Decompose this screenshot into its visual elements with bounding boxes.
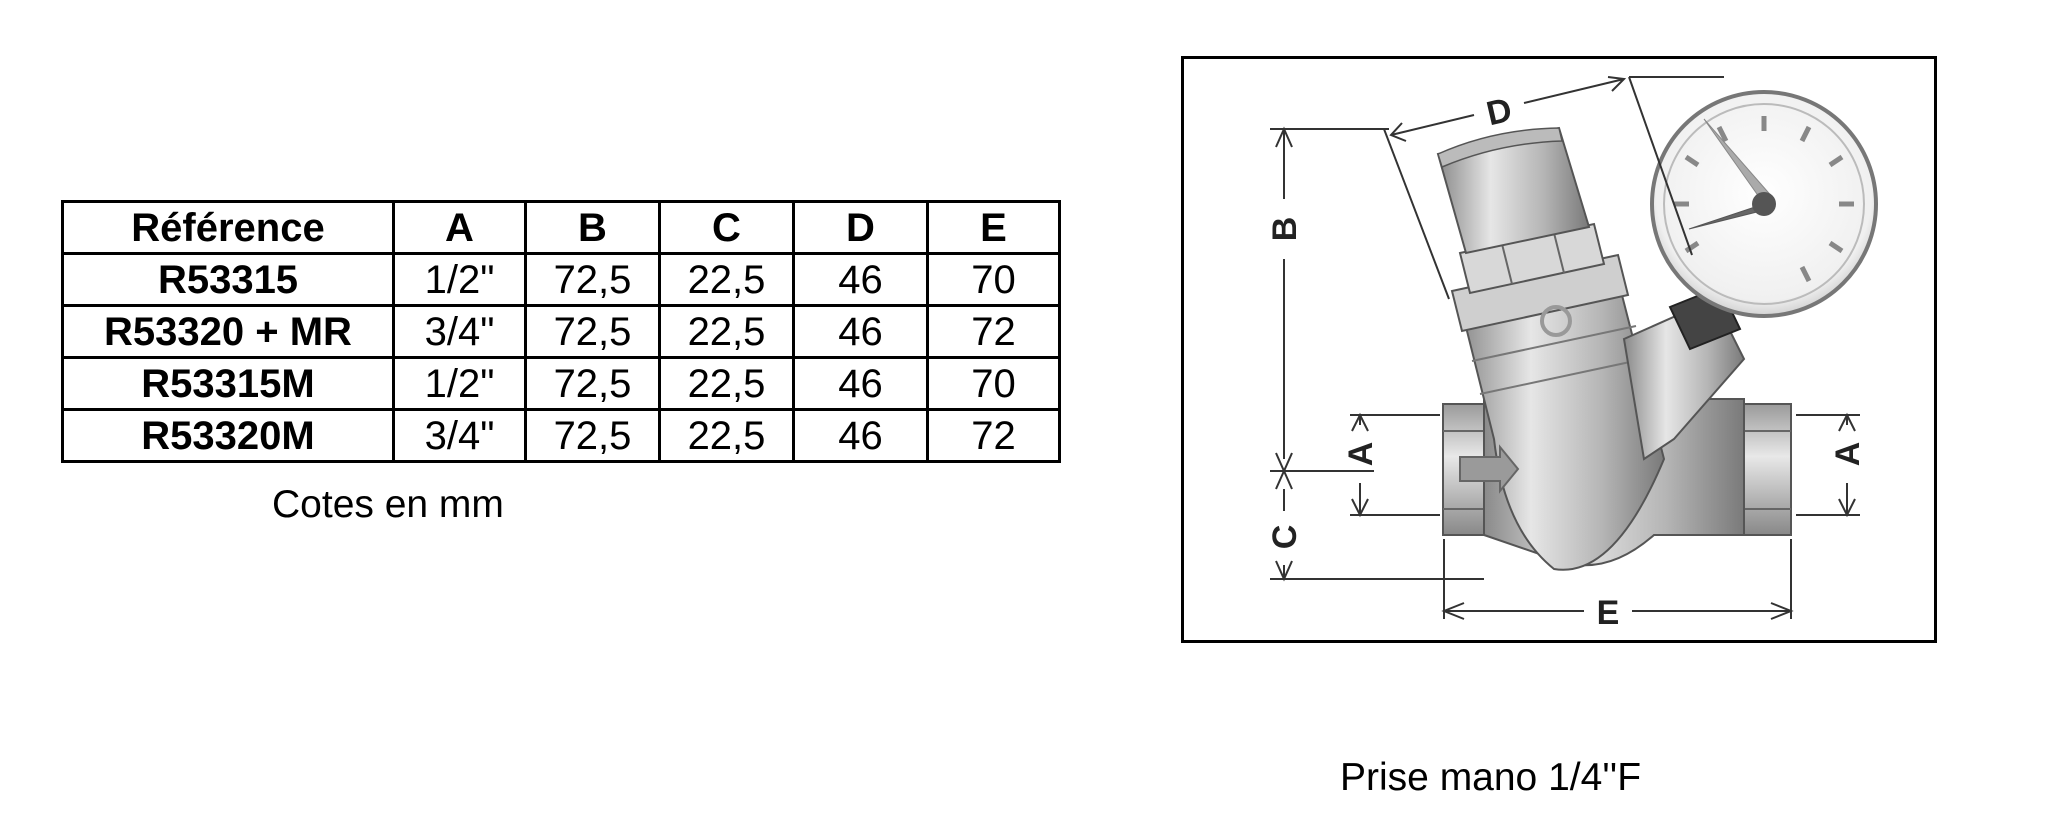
cell-a: 1/2": [392, 356, 527, 411]
table-header-row: Référence A B C D E: [61, 200, 1061, 255]
cell-a: 3/4": [392, 408, 527, 463]
header-c: C: [658, 200, 795, 255]
table-row: R53320M 3/4" 72,5 22,5 46 72: [61, 408, 1061, 463]
cell-reference: R53315: [61, 252, 395, 307]
cell-reference: R53320M: [61, 408, 395, 463]
valve-drawing: B C A A E D: [1266, 76, 1878, 632]
pressure-gauge: [1650, 90, 1878, 318]
cell-b: 72,5: [524, 356, 661, 411]
cell-d: 46: [792, 252, 929, 307]
cell-c: 22,5: [658, 356, 795, 411]
dim-label-b: B: [1266, 217, 1304, 242]
cell-a: 3/4": [392, 304, 527, 359]
cell-d: 46: [792, 408, 929, 463]
header-b: B: [524, 200, 661, 255]
cell-reference: R53320 + MR: [61, 304, 395, 359]
cell-b: 72,5: [524, 304, 661, 359]
dim-label-d: D: [1483, 91, 1515, 134]
table-row: R53315M 1/2" 72,5 22,5 46 70: [61, 356, 1061, 411]
cell-b: 72,5: [524, 252, 661, 307]
units-note: Cotes en mm: [272, 483, 504, 526]
cell-b: 72,5: [524, 408, 661, 463]
cell-e: 70: [926, 356, 1061, 411]
table-row: R53320 + MR 3/4" 72,5 22,5 46 72: [61, 304, 1061, 359]
table-row: R53315 1/2" 72,5 22,5 46 70: [61, 252, 1061, 307]
cell-a: 1/2": [392, 252, 527, 307]
cell-c: 22,5: [658, 252, 795, 307]
header-a: A: [392, 200, 527, 255]
cell-e: 72: [926, 304, 1061, 359]
dim-label-a-right: A: [1829, 442, 1867, 467]
cell-c: 22,5: [658, 408, 795, 463]
header-reference: Référence: [61, 200, 395, 255]
dim-label-c: C: [1266, 525, 1304, 550]
dimensions-table: Référence A B C D E R53315 1/2" 72,5 22,…: [61, 200, 1061, 463]
header-d: D: [792, 200, 929, 255]
cell-reference: R53315M: [61, 356, 395, 411]
gauge-connection-note: Prise mano 1/4''F: [1340, 756, 1642, 799]
valve-diagram: B C A A E D: [1181, 56, 1937, 643]
cell-e: 70: [926, 252, 1061, 307]
dimension-lines: [1270, 76, 1860, 620]
dim-label-a-left: A: [1342, 442, 1380, 467]
dim-label-e: E: [1597, 594, 1620, 632]
cell-e: 72: [926, 408, 1061, 463]
cell-d: 46: [792, 356, 929, 411]
header-e: E: [926, 200, 1061, 255]
cell-d: 46: [792, 304, 929, 359]
cell-c: 22,5: [658, 304, 795, 359]
valve-body: [1436, 126, 1792, 571]
